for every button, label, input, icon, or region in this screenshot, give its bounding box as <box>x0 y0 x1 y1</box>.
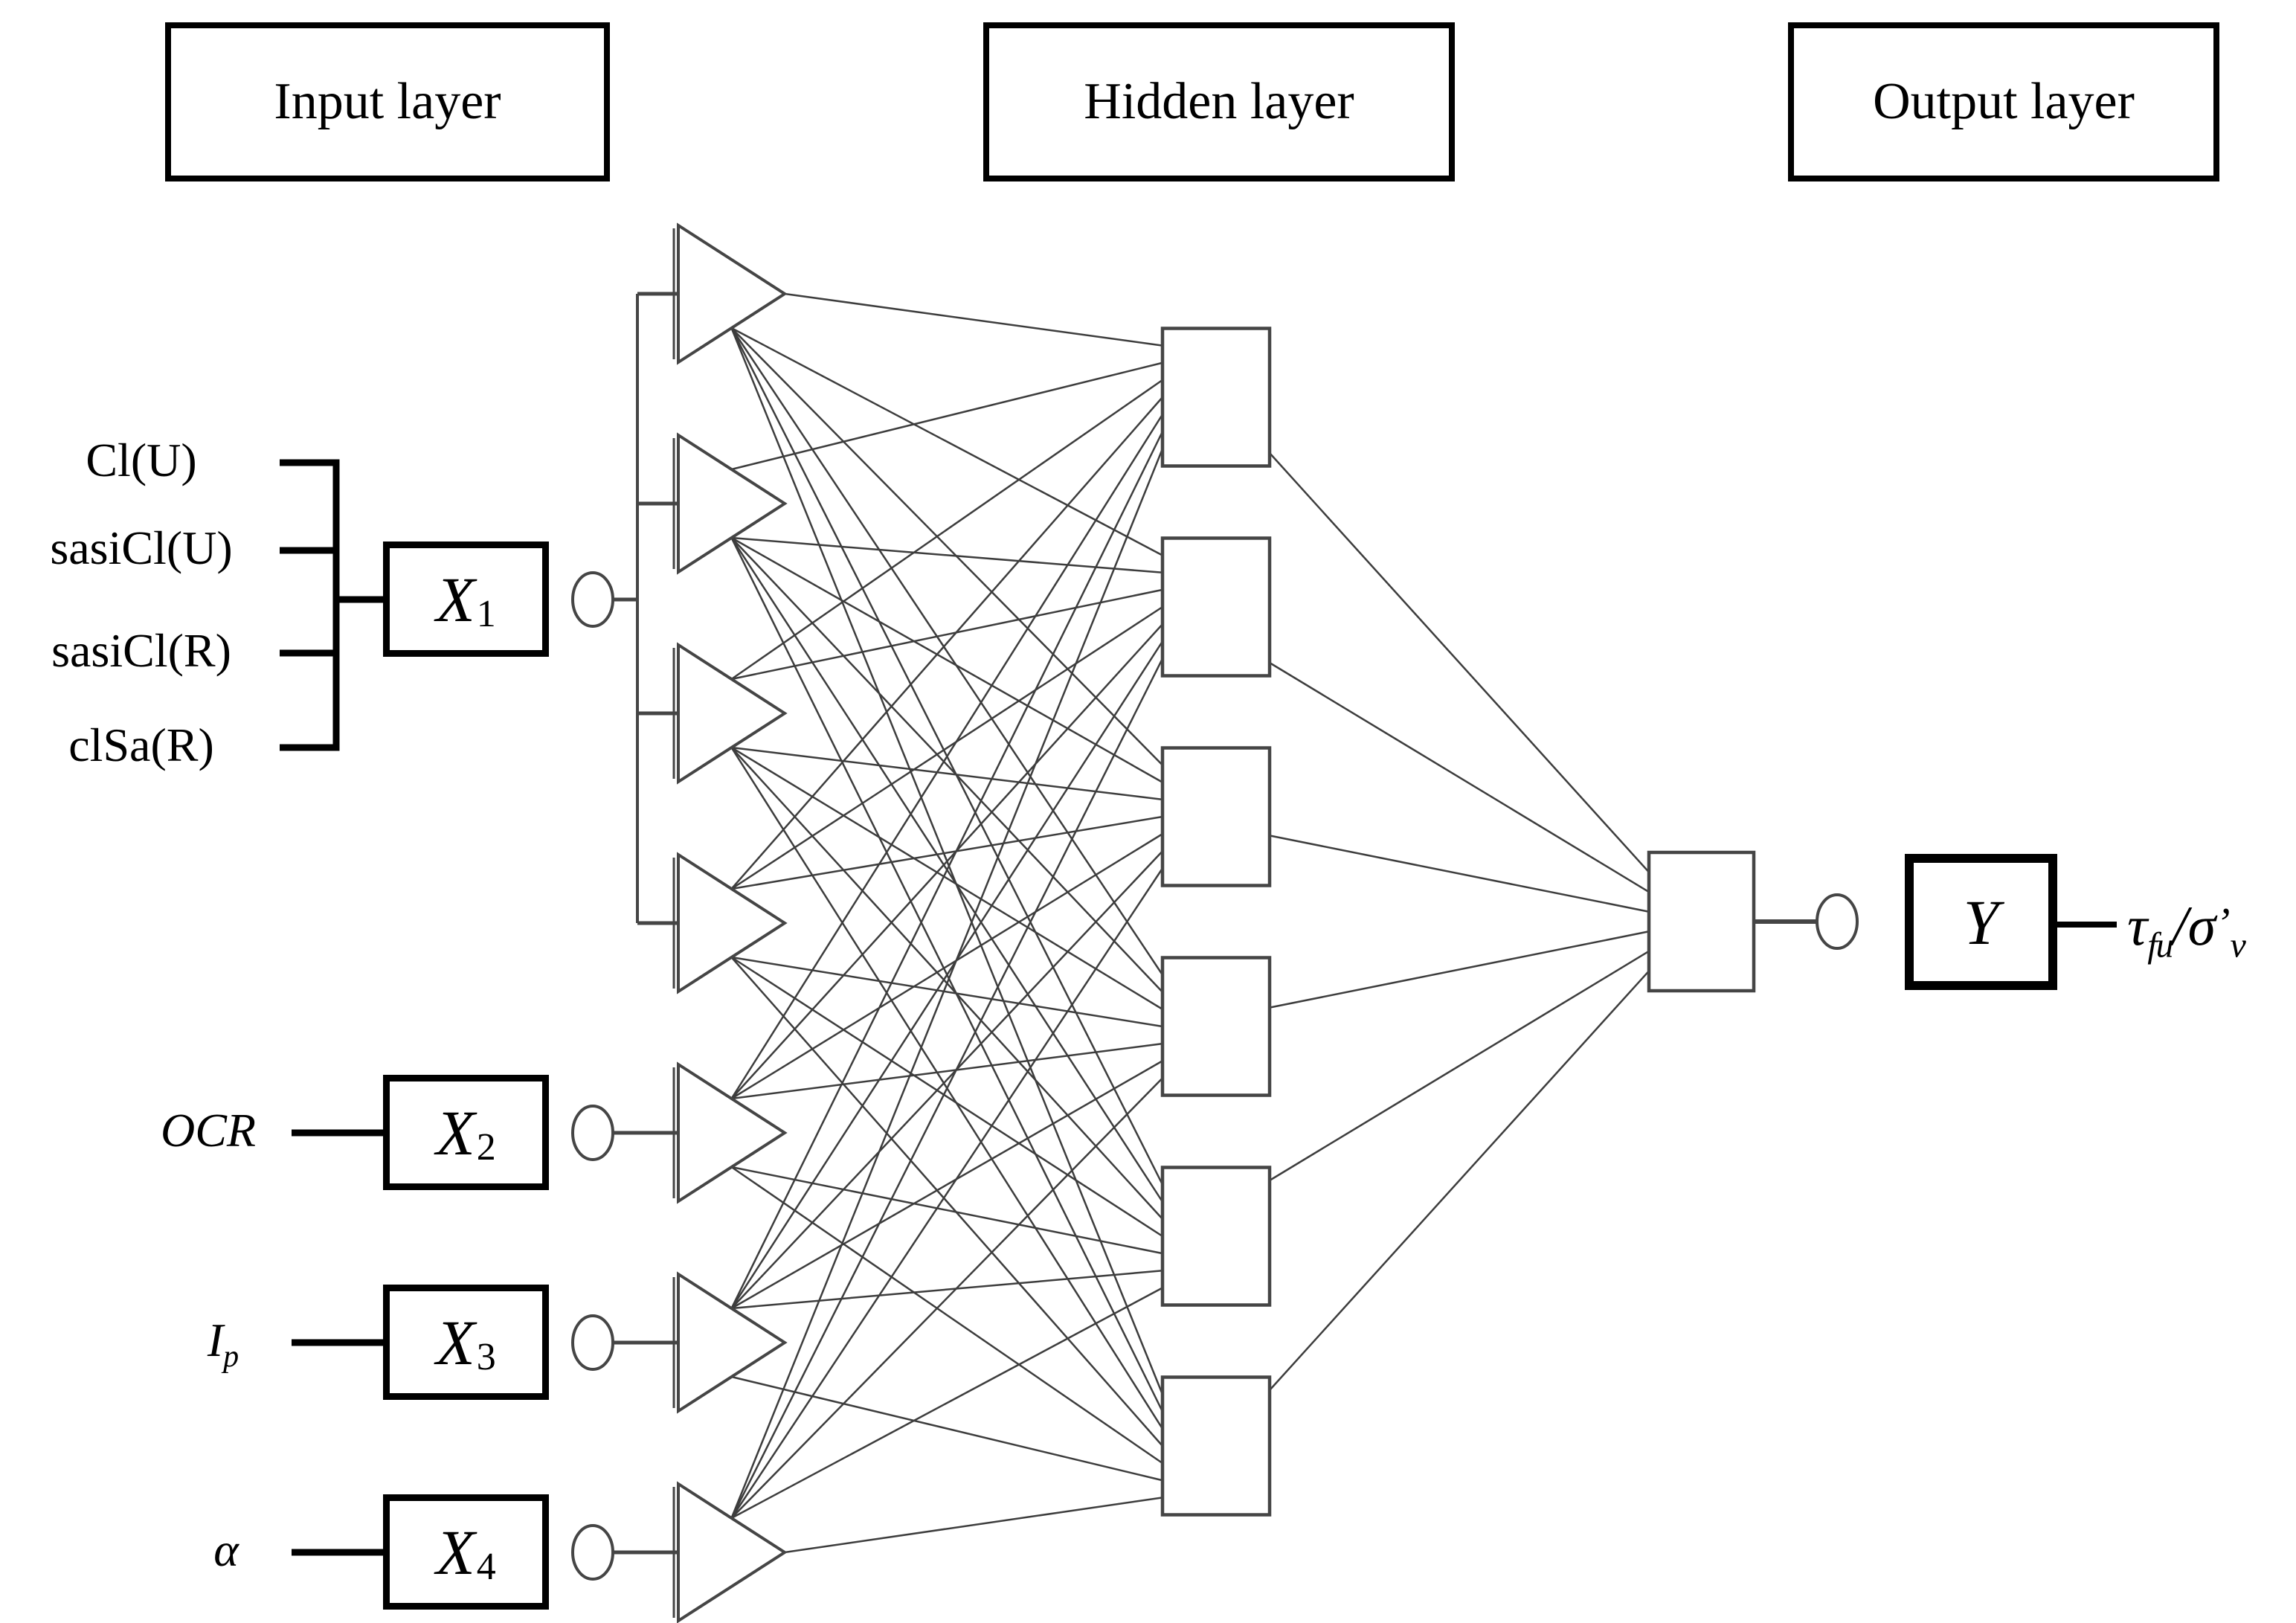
input-neuron-triangle-2 <box>677 432 788 575</box>
input-neuron-triangle-5 <box>677 1061 788 1204</box>
output-expression: τfu/σ’v <box>2127 895 2246 965</box>
x1-subscript: 1 <box>476 593 496 635</box>
x1-node-circle <box>571 571 614 628</box>
input-neuron-triangle-4 <box>677 852 788 994</box>
connection-input-6-hidden-5 <box>731 1270 1163 1310</box>
input-layer-title: Input layer <box>274 73 501 130</box>
connection-input-7-hidden-3 <box>730 867 1164 1519</box>
output-layer-title: Output layer <box>1873 73 2135 130</box>
ip-subscript: p <box>223 1340 239 1375</box>
connection-input-5-hidden-1 <box>730 414 1164 1099</box>
connection-hidden-3-output <box>1269 835 1650 913</box>
connection-input-1-hidden-2 <box>730 327 1163 556</box>
tau-subscript: fu <box>2147 925 2173 965</box>
connection-input-4-hidden-4 <box>731 956 1163 1028</box>
connection-input-5-hidden-4 <box>731 1042 1163 1100</box>
connection-input-7-hidden-4 <box>730 1077 1163 1519</box>
connection-input-2-hidden-2 <box>731 536 1163 573</box>
input-neuron-triangle-1 <box>677 222 788 365</box>
connection-input-3-hidden-1 <box>730 379 1163 681</box>
connection-input-5-hidden-2 <box>730 623 1163 1099</box>
connection-input-1-hidden-1 <box>784 292 1163 347</box>
slash: / <box>2172 895 2188 958</box>
connection-input-6-hidden-3 <box>730 850 1163 1309</box>
input-variable-sasiclr: sasiCl(R) <box>51 624 231 678</box>
connection-input-4-hidden-3 <box>731 815 1163 890</box>
hidden-layer-header-box: Hidden layer <box>983 22 1455 181</box>
input-neuron-triangle-7 <box>677 1481 788 1623</box>
output-neuron-square <box>1647 850 1756 993</box>
connection-hidden-6-output <box>1269 970 1650 1391</box>
connection-input-4-hidden-5 <box>730 956 1163 1238</box>
connection-input-6-hidden-6 <box>731 1375 1163 1482</box>
prime-mark: ’ <box>2216 899 2231 948</box>
connection-input-3-hidden-3 <box>731 746 1163 801</box>
connection-input-2-hidden-3 <box>730 536 1163 783</box>
input-layer-header-box: Input layer <box>165 22 610 181</box>
hidden-layer-title: Hidden layer <box>1084 73 1354 130</box>
sigma-symbol: σ <box>2187 895 2216 958</box>
connection-input-5-hidden-3 <box>730 833 1163 1100</box>
hidden-neuron-square-3 <box>1160 746 1272 887</box>
connection-input-1-hidden-3 <box>730 327 1163 766</box>
input-variable-clu: Cl(U) <box>86 434 197 487</box>
input-neuron-triangle-6 <box>677 1271 788 1414</box>
hidden-neuron-square-6 <box>1160 1375 1272 1517</box>
x2-node-circle <box>571 1105 614 1161</box>
x4-node-circle <box>571 1524 614 1581</box>
connection-hidden-5-output <box>1269 950 1650 1182</box>
sigma-subscript: v <box>2230 925 2245 965</box>
connection-input-4-hidden-2 <box>730 605 1163 890</box>
connection-input-6-hidden-1 <box>730 431 1164 1309</box>
hidden-neuron-square-5 <box>1160 1166 1272 1307</box>
connection-input-2-hidden-1 <box>731 361 1163 471</box>
connection-hidden-2-output <box>1269 661 1650 893</box>
output-node-circle <box>1816 893 1859 950</box>
connection-hidden-1-output <box>1269 452 1650 873</box>
connection-input-7-hidden-1 <box>730 448 1164 1519</box>
connection-input-3-hidden-4 <box>730 746 1163 1010</box>
connection-input-4-hidden-1 <box>730 396 1163 890</box>
connection-input-1-hidden-4 <box>730 327 1164 976</box>
connection-input-4-hidden-6 <box>730 957 1163 1447</box>
x3-subscript: 3 <box>476 1336 496 1378</box>
input-variable-alpha: α <box>213 1523 239 1577</box>
connection-input-7-hidden-6 <box>784 1497 1163 1554</box>
connection-input-7-hidden-5 <box>730 1287 1163 1520</box>
x2-subscript: 2 <box>476 1126 496 1169</box>
tau-symbol: τ <box>2127 895 2148 958</box>
connection-input-5-hidden-6 <box>730 1166 1163 1465</box>
connection-input-6-hidden-2 <box>730 640 1164 1309</box>
output-node-y-box: Y <box>1905 854 2057 990</box>
input-variable-ocr: OCR <box>161 1104 256 1157</box>
hidden-neuron-square-2 <box>1160 536 1272 678</box>
input-neuron-triangle-3 <box>677 642 788 785</box>
output-layer-header-box: Output layer <box>1788 22 2219 181</box>
x3-node-circle <box>571 1314 614 1371</box>
input-variable-sasiclu: sasiCl(U) <box>50 521 233 575</box>
y-label: Y <box>1963 886 1999 958</box>
connection-input-6-hidden-4 <box>730 1060 1163 1310</box>
connection-hidden-4-output <box>1269 931 1650 1009</box>
connection-input-7-hidden-2 <box>730 658 1164 1519</box>
input-variable-clsar: clSa(R) <box>68 719 214 772</box>
connection-input-2-hidden-4 <box>730 537 1163 993</box>
input-variable-ip: Ip <box>207 1314 239 1375</box>
hidden-neuron-square-4 <box>1160 956 1272 1097</box>
connection-input-5-hidden-5 <box>731 1166 1163 1255</box>
hidden-neuron-square-1 <box>1160 327 1272 468</box>
connection-input-3-hidden-2 <box>731 588 1163 681</box>
x4-subscript: 4 <box>476 1546 496 1588</box>
